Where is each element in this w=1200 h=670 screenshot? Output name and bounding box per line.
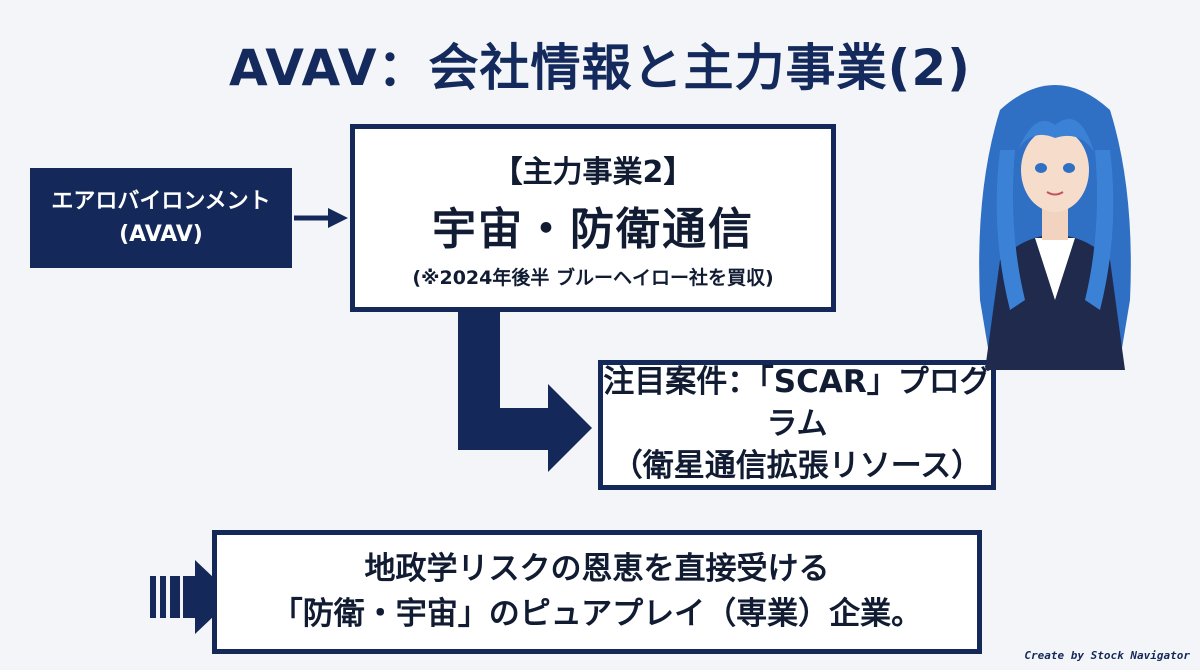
focus-line-2: （衛星通信拡張リソース） — [611, 447, 983, 484]
summary-line-2: 「防衛・宇宙」のピュアプレイ（専業）企業。 — [271, 596, 923, 632]
company-box: エアロバイロンメント (AVAV) — [30, 168, 292, 268]
main-business-box: 【主力事業2】 宇宙・防衛通信 (※2024年後半 ブルーヘイロー社を買収) — [350, 124, 836, 312]
main-business-note: (※2024年後半 ブルーヘイロー社を買収) — [412, 266, 774, 289]
credit-text: Create by Stock Navigator — [1024, 649, 1190, 662]
focus-box: 注目案件：「SCAR」プログラム （衛星通信拡張リソース） — [598, 360, 996, 490]
main-business-name: 宇宙・防衛通信 — [432, 203, 754, 255]
company-name: エアロバイロンメント — [51, 189, 271, 214]
arrow-main-to-focus — [458, 312, 592, 472]
company-ticker: (AVAV) — [119, 222, 203, 247]
summary-line-1: 地政学リスクの恩恵を直接受ける — [364, 551, 830, 588]
arrowhead-company-to-main — [328, 208, 348, 228]
page-title: AVAV：会社情報と主力事業(2) — [228, 39, 972, 97]
main-business-label: 【主力事業2】 — [492, 154, 694, 190]
focus-line-1: 注目案件：「SCAR」プログラム — [603, 364, 991, 443]
summary-box: 地政学リスクの恩恵を直接受ける 「防衛・宇宙」のピュアプレイ（専業）企業。 — [212, 530, 982, 654]
presenter-illustration — [979, 85, 1131, 370]
